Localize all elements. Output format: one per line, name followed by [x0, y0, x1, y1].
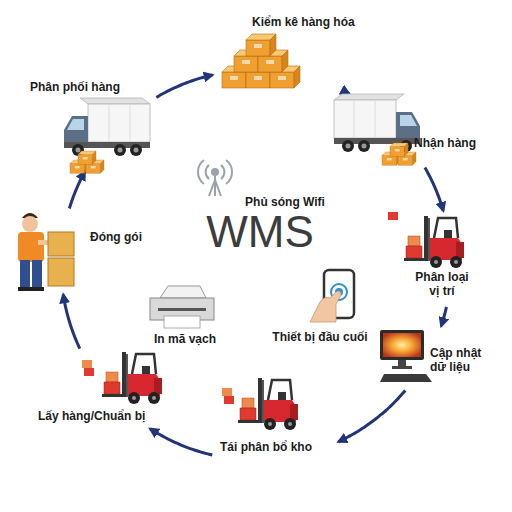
wifi-wave [198, 160, 204, 184]
worker-shoe [18, 287, 31, 291]
monitor-stand [398, 360, 406, 366]
process-stage: Cập nhật dữ liệu [372, 328, 504, 388]
process-stage: Lấy hàng/Chuẩn bị [36, 352, 170, 427]
wifi-wave [206, 165, 209, 179]
barcode-printer [150, 286, 214, 328]
cardboard-box [246, 34, 276, 56]
stage-label: Kiểm kê hàng hóa [252, 15, 355, 29]
stock-boxes-pile [222, 34, 300, 88]
component-label: In mã vạch [154, 332, 216, 346]
small-crate [388, 212, 398, 220]
stage-label: Cập nhật dữ liệu [430, 346, 492, 374]
cycle-arrow [150, 429, 212, 455]
cardboard-box [78, 151, 96, 164]
worker-shoe [31, 287, 44, 291]
cycle-arrow [346, 92, 349, 94]
worker-leg [32, 260, 42, 288]
cycle-arrow [63, 294, 80, 348]
monitor-base [392, 366, 412, 369]
forklift-icon [238, 378, 298, 430]
cycle-arrow [441, 307, 446, 326]
component-label: Phủ sóng Wifi [245, 195, 325, 209]
process-stage: Phân phối hàng [28, 78, 153, 170]
process-stage: Đóng gói [8, 212, 138, 292]
monitor-screen [383, 333, 421, 357]
process-stage: Tái phân bổ kho [215, 378, 335, 462]
truck-icon [64, 98, 150, 156]
held-box [48, 258, 74, 286]
computer-monitor [380, 330, 432, 382]
cardboard-box [390, 143, 408, 156]
tower-base [209, 180, 221, 196]
process-stage: Kiểm kê hàng hóa [215, 12, 387, 90]
small-crate [222, 388, 232, 396]
stage-label: Nhận hàng [414, 136, 476, 150]
forklift-icon [404, 216, 464, 268]
wifi-wave [226, 160, 232, 184]
small-crate [224, 396, 234, 404]
stage-label: Lấy hàng/Chuẩn bị [38, 409, 145, 423]
monitor-frame [380, 330, 424, 360]
printed-paper [164, 316, 200, 328]
stage-label: Phân loại vị trí [411, 270, 473, 298]
system-title: WMS [206, 207, 314, 257]
held-box [48, 232, 74, 256]
tower-tip [212, 169, 218, 175]
worker-shirt [18, 232, 44, 262]
handheld-terminal [310, 270, 354, 322]
receiving-truck [334, 94, 420, 165]
process-stage: Nhận hàng [328, 85, 486, 165]
cycle-arrow [69, 172, 84, 209]
stage-label: Tái phân bổ kho [220, 440, 312, 454]
wifi-tower [198, 160, 232, 196]
keyboard [380, 374, 432, 382]
worker-leg [20, 260, 30, 288]
small-crate [82, 360, 92, 368]
cycle-arrow [156, 75, 212, 97]
cycle-arrow [338, 390, 405, 441]
forklift-icon [102, 352, 162, 404]
packing-worker [18, 213, 74, 291]
hand [310, 291, 341, 322]
stage-label: Đóng gói [90, 230, 142, 244]
small-crate [84, 368, 94, 376]
paper-tray [160, 286, 206, 298]
distribution-truck [64, 98, 150, 173]
cycle-arrow [425, 168, 443, 211]
wifi-wave [221, 165, 224, 179]
process-stage: Phân loại vị trí [385, 212, 475, 304]
worker-head [22, 216, 38, 232]
printer-slot [158, 308, 206, 311]
stage-label: Phân phối hàng [30, 80, 120, 94]
component-label: Thiết bị đầu cuối [272, 330, 367, 344]
